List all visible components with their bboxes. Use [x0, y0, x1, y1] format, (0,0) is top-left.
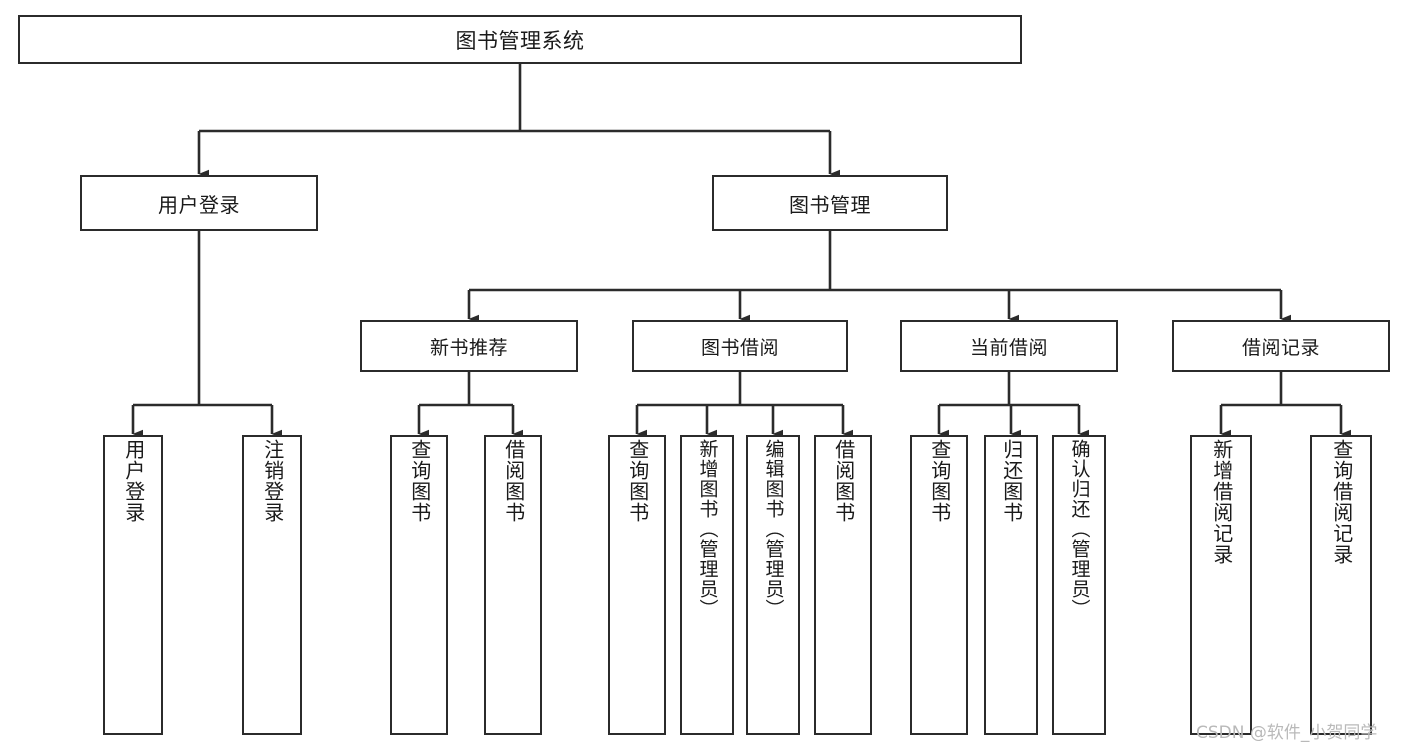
node-leaf-borrow-book-rec[interactable]: 借阅图书: [484, 435, 542, 735]
watermark: CSDN @软件_小贺同学: [1196, 723, 1378, 743]
node-borrow-record[interactable]: 借阅记录: [1172, 320, 1390, 372]
node-current-borrow-label: 当前借阅: [969, 336, 1048, 359]
node-leaf-logout-label: 注销登录: [260, 439, 285, 523]
node-leaf-query-book-borrow[interactable]: 查询图书: [608, 435, 666, 735]
node-leaf-add-book-label: 新增图书（管理员）: [696, 439, 719, 619]
node-leaf-query-record-label: 查询借阅记录: [1329, 439, 1354, 565]
node-leaf-confirm-return-label: 确认归还（管理员）: [1068, 439, 1091, 619]
node-root[interactable]: 图书管理系统: [18, 15, 1022, 64]
node-leaf-return-book[interactable]: 归还图书: [984, 435, 1038, 735]
node-leaf-user-login[interactable]: 用户登录: [103, 435, 163, 735]
node-leaf-add-record[interactable]: 新增借阅记录: [1190, 435, 1252, 735]
node-leaf-query-book-rec-label: 查询图书: [407, 439, 432, 523]
node-leaf-query-book-borrow-label: 查询图书: [625, 439, 650, 523]
node-leaf-logout[interactable]: 注销登录: [242, 435, 302, 735]
node-leaf-query-book-rec[interactable]: 查询图书: [390, 435, 448, 735]
node-leaf-edit-book-label: 编辑图书（管理员）: [762, 439, 785, 619]
node-leaf-borrow-book-label: 借阅图书: [831, 439, 856, 523]
node-leaf-borrow-book-rec-label: 借阅图书: [501, 439, 526, 523]
node-leaf-borrow-book[interactable]: 借阅图书: [814, 435, 872, 735]
node-leaf-query-book-cur[interactable]: 查询图书: [910, 435, 968, 735]
node-book-manage[interactable]: 图书管理: [712, 175, 948, 231]
node-new-book-recommend-label: 新书推荐: [429, 336, 508, 359]
node-borrow-record-label: 借阅记录: [1241, 336, 1320, 359]
node-leaf-confirm-return[interactable]: 确认归还（管理员）: [1052, 435, 1106, 735]
connector-edges: [131, 64, 1351, 439]
node-root-label: 图书管理系统: [455, 28, 585, 53]
node-user-login[interactable]: 用户登录: [80, 175, 318, 231]
node-leaf-query-record[interactable]: 查询借阅记录: [1310, 435, 1372, 735]
node-user-login-label: 用户登录: [158, 192, 240, 217]
node-leaf-user-login-label: 用户登录: [121, 439, 146, 523]
node-book-manage-label: 图书管理: [789, 192, 871, 217]
node-leaf-add-record-label: 新增借阅记录: [1209, 439, 1234, 565]
node-leaf-return-book-label: 归还图书: [999, 439, 1024, 523]
node-leaf-add-book[interactable]: 新增图书（管理员）: [680, 435, 734, 735]
node-leaf-query-book-cur-label: 查询图书: [927, 439, 952, 523]
node-current-borrow[interactable]: 当前借阅: [900, 320, 1118, 372]
node-new-book-recommend[interactable]: 新书推荐: [360, 320, 578, 372]
node-book-borrow[interactable]: 图书借阅: [632, 320, 848, 372]
node-leaf-edit-book[interactable]: 编辑图书（管理员）: [746, 435, 800, 735]
node-book-borrow-label: 图书借阅: [700, 336, 779, 359]
